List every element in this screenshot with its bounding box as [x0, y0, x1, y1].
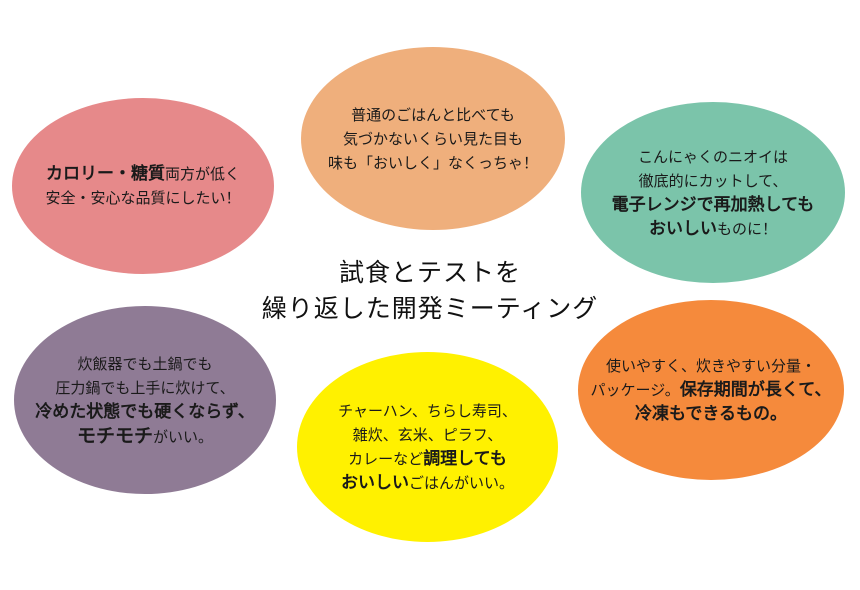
bubble-line: 圧力鍋でも上手に炊けて、 [55, 378, 235, 397]
bubble-bold-text: おいしい [648, 218, 717, 239]
bubble-text: カレーなど [348, 450, 424, 468]
bubble-line: 普通のごはんと比べても [351, 105, 515, 124]
bubble-line: こんにゃくのニオイは [637, 147, 788, 166]
bubble-line: パッケージ。保存期間が長くて、 [591, 378, 832, 402]
bubble-line: カロリー・糖質両方が低く [46, 162, 240, 186]
bubble-line: 安全・安心な品質にしたい！ [45, 189, 241, 207]
bubble-low-calorie: カロリー・糖質両方が低く 安全・安心な品質にしたい！ [12, 98, 274, 274]
bubble-bold-text: 調理しても [423, 449, 507, 469]
bubble-bold-text: カロリー・糖質 [45, 164, 165, 184]
bubble-recipes: チャーハン、ちらし寿司、 雑炊、玄米、ピラフ、 カレーなど調理しても おいしいご… [297, 352, 558, 542]
bubble-text: ものに！ [716, 219, 777, 238]
bubble-text: パッケージ。 [590, 381, 680, 399]
bubble-taste-appearance: 普通のごはんと比べても 気づかないくらい見た目も 味も「おいしく」なくっちゃ！ [301, 47, 565, 230]
bubble-bold-text: 冷凍 [635, 404, 669, 424]
bubble-line: チャーハン、ちらし寿司、 [338, 402, 517, 420]
bubble-bold-text: おいしい [340, 473, 409, 493]
bubble-line: 徹底的にカットして、 [638, 171, 788, 190]
bubble-microwave: こんにゃくのニオイは 徹底的にカットして、 電子レンジで再加熱しても おいしいも… [581, 102, 845, 283]
bubble-text: がいい。 [153, 427, 214, 446]
bubble-storage: 使いやすく、炊きやすい分量・ パッケージ。保存期間が長くて、 冷凍もできるもの。 [578, 300, 844, 480]
bubble-line: 雑炊、玄米、ピラフ、 [352, 426, 503, 444]
bubble-line: 冷凍もできるもの。 [635, 402, 787, 426]
bubble-text: ごはんがいい。 [408, 474, 514, 492]
bubble-line: 炊飯器でも土鍋でも [77, 354, 213, 373]
bubble-line: 気づかないくらい見た目も [342, 129, 523, 148]
bubble-bold-text: モチモチ [76, 424, 153, 447]
bubble-bold-line: 冷めた状態でも硬くならず、 [35, 401, 255, 422]
bubble-line: モチモチがいい。 [77, 424, 213, 449]
bubble-line: 味も「おいしく」なくっちゃ！ [327, 153, 538, 172]
bubble-line: おいしいものに！ [649, 217, 777, 241]
bubble-line: おいしいごはんがいい。 [341, 471, 514, 495]
bubble-text: 両方が低く [164, 165, 240, 183]
title-line-1: 試食とテストを [338, 258, 521, 287]
bubble-bold-line: 電子レンジで再加熱しても [611, 194, 815, 215]
title-line-2: 繰り返した開発ミーティング [261, 294, 599, 323]
bubble-cooking-methods: 炊飯器でも土鍋でも 圧力鍋でも上手に炊けて、 冷めた状態でも硬くならず、 モチモ… [14, 306, 276, 494]
page-title: 試食とテストを 繰り返した開発ミーティング [230, 255, 630, 327]
bubble-bold-text: もできるもの。 [669, 404, 787, 424]
bubble-line: カレーなど調理しても [348, 447, 507, 471]
bubble-line: 使いやすく、炊きやすい分量・ [605, 357, 816, 375]
bubble-bold-text: 保存期間が長くて、 [679, 380, 832, 400]
